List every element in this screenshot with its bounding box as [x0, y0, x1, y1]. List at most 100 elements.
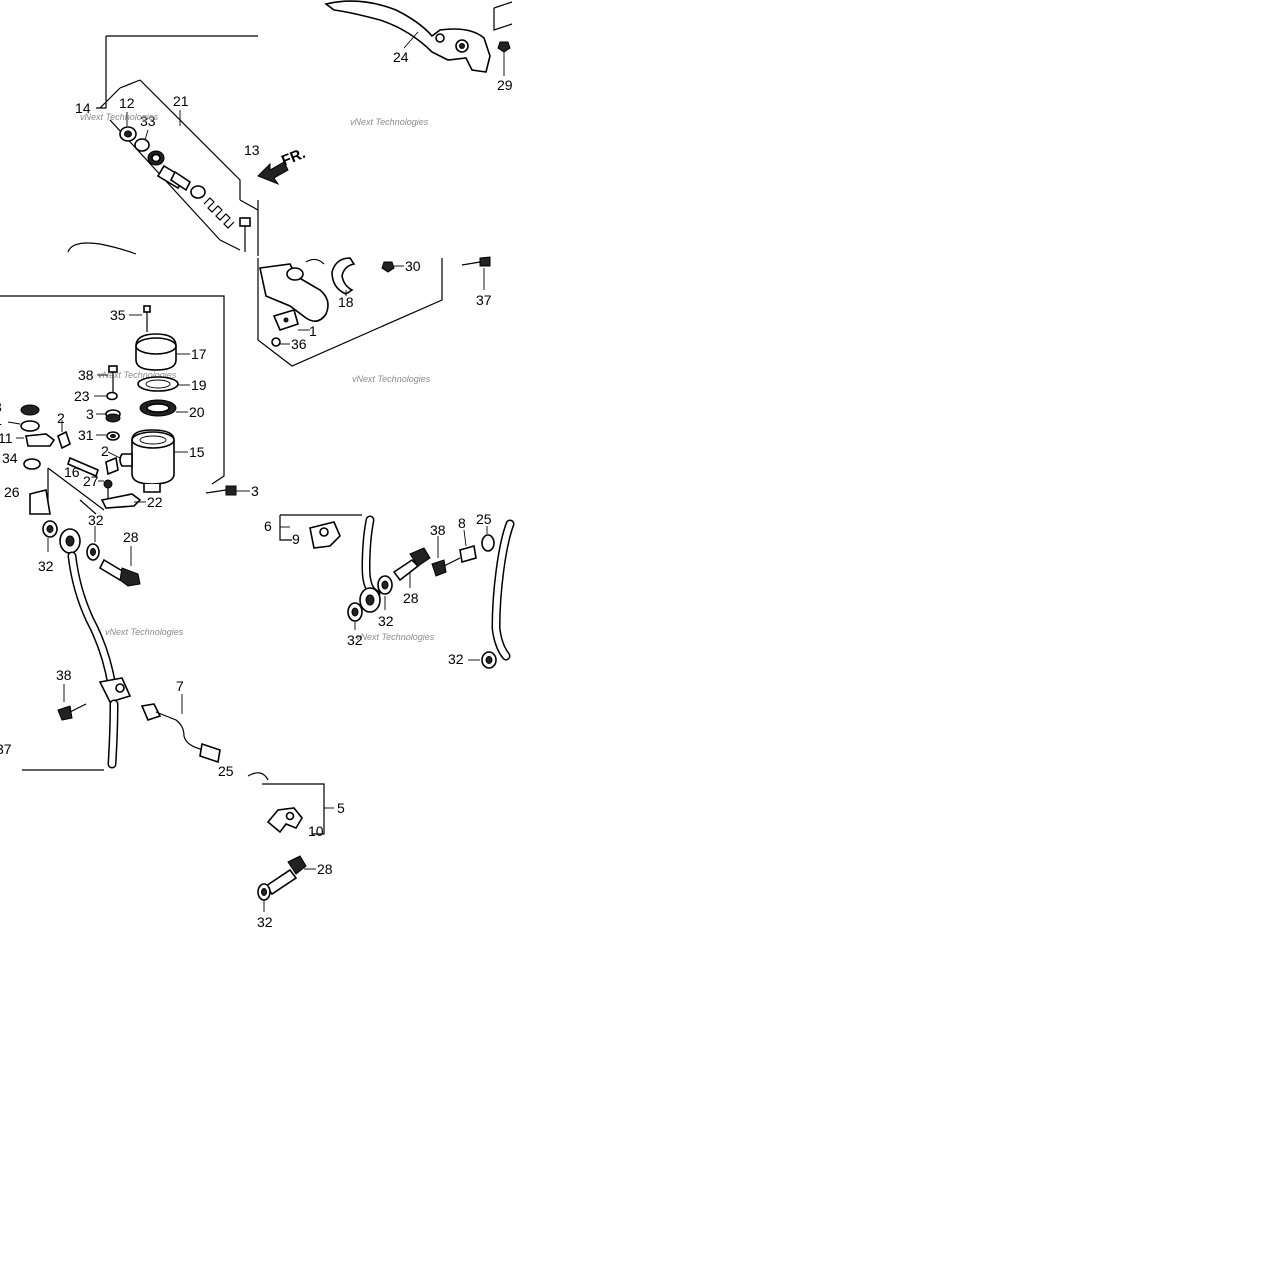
label-9: 9: [292, 531, 300, 547]
label-32-bottom: 32: [257, 914, 273, 930]
label-3c: 3: [251, 483, 259, 499]
washer-23: [106, 391, 118, 401]
label-37-left: 37: [0, 741, 12, 757]
label-17: 17: [191, 346, 207, 362]
label-1: 1: [309, 323, 317, 339]
piston-cup: [190, 185, 206, 199]
label-16: 16: [64, 464, 80, 480]
diaphragm-plate: [137, 376, 179, 392]
bolt-28-bottom: [264, 855, 307, 896]
label-28-right: 28: [403, 590, 419, 606]
reservoir-tank: [119, 429, 175, 493]
left-hose-section: 32 32 28 38: [0, 512, 234, 779]
seal-ring: [119, 126, 137, 142]
front-direction-arrow: FR.: [257, 145, 308, 186]
washer-25-right: [481, 534, 495, 552]
label-36: 36: [291, 336, 307, 352]
label-25-right: 25: [476, 511, 492, 527]
grommet-3: [105, 409, 121, 423]
washer-32-r3: [481, 651, 497, 669]
banjo-bolt-28-right: [392, 547, 431, 582]
label-4: 4: [0, 414, 2, 430]
bolt-37-top: 37: [461, 256, 492, 308]
nut-30: [381, 261, 395, 273]
label-38-left: 38: [56, 667, 72, 683]
brake-lever-group: 24 29: [324, 0, 513, 93]
piston: [156, 164, 192, 192]
label-13: 13: [244, 142, 260, 158]
hose-clamp-9: [309, 521, 341, 549]
washer-32-r2: [347, 602, 363, 622]
hose-clamp-10: [266, 807, 303, 834]
label-24: 24: [393, 49, 409, 65]
label-34: 34: [2, 450, 18, 466]
reservoir-hose: [67, 456, 99, 478]
banjo-bolt-28-left: [98, 558, 141, 587]
label-21: 21: [173, 93, 189, 109]
reservoir-cap: [135, 333, 177, 371]
collar-31: [106, 431, 120, 441]
label-7: 7: [176, 678, 184, 694]
lever-pivot-nut: [497, 41, 511, 53]
label-19: 19: [191, 377, 207, 393]
piston-boot: [147, 150, 165, 166]
label-31: 31: [78, 427, 94, 443]
label-32-a: 32: [38, 558, 54, 574]
watermark-3: vNext Technologies: [352, 374, 431, 384]
hose-joint-11: [25, 433, 56, 447]
screw-36: [271, 337, 281, 347]
label-12: 12: [119, 95, 135, 111]
label-23: 23: [74, 388, 90, 404]
label-26: 26: [4, 484, 20, 500]
washer-32-a: [42, 520, 58, 538]
label-37-top: 37: [476, 292, 492, 308]
label-33: 33: [140, 113, 156, 129]
label-15: 15: [189, 444, 205, 460]
label-20: 20: [189, 404, 205, 420]
label-8: 8: [458, 515, 466, 531]
label-25-left: 25: [218, 763, 234, 779]
label-38-right: 38: [430, 522, 446, 538]
label-38-res: 38: [78, 367, 94, 383]
bolt-38-right: [431, 557, 461, 577]
washer-32-r1: [377, 575, 393, 595]
label-32-r2: 32: [347, 632, 363, 648]
label-2b: 2: [101, 443, 109, 459]
watermark-1: vNext Technologies: [80, 112, 159, 122]
bottom-section: 5 10 28 32: [247, 772, 345, 930]
diaphragm: [139, 399, 177, 417]
watermark-6: vNext Technologies: [356, 632, 435, 642]
hose-joint-3way: [98, 677, 132, 703]
return-spring: [203, 197, 235, 229]
watermark-4: vNext Technologies: [98, 370, 177, 380]
banjo-right: [359, 587, 381, 613]
watermark-5: vNext Technologies: [105, 627, 184, 637]
label-27: 27: [83, 473, 99, 489]
label-10: 10: [308, 823, 324, 839]
label-32-r1: 32: [378, 613, 394, 629]
label-32-r3: 32: [448, 651, 464, 667]
label-2c: 2: [57, 410, 65, 426]
label-35: 35: [110, 307, 126, 323]
collar-8: [459, 544, 477, 564]
label-32-b: 32: [88, 512, 104, 528]
label-30: 30: [405, 258, 421, 274]
holder-panel: 18 30 1 36: [257, 200, 443, 367]
label-6: 6: [264, 518, 272, 534]
label-14: 14: [75, 100, 91, 116]
hose-clip: [105, 456, 119, 476]
label-29: 29: [497, 77, 513, 93]
label-3a: 3: [86, 406, 94, 422]
washer-34: [23, 458, 41, 470]
pivot-bolt: [239, 217, 251, 252]
label-18: 18: [338, 294, 354, 310]
bolt-38-upper: [108, 365, 118, 392]
bolt-38-left: [57, 703, 87, 721]
clip-2-left: [57, 430, 71, 450]
brake-pipe-7: [140, 703, 221, 764]
bracket-22: [100, 493, 142, 509]
piston-kit-panel: 14 12 33 21 13 FR.: [67, 35, 308, 255]
right-hose-section: 6 9 32 32 28 38: [264, 511, 515, 669]
label-22: 22: [147, 494, 163, 510]
